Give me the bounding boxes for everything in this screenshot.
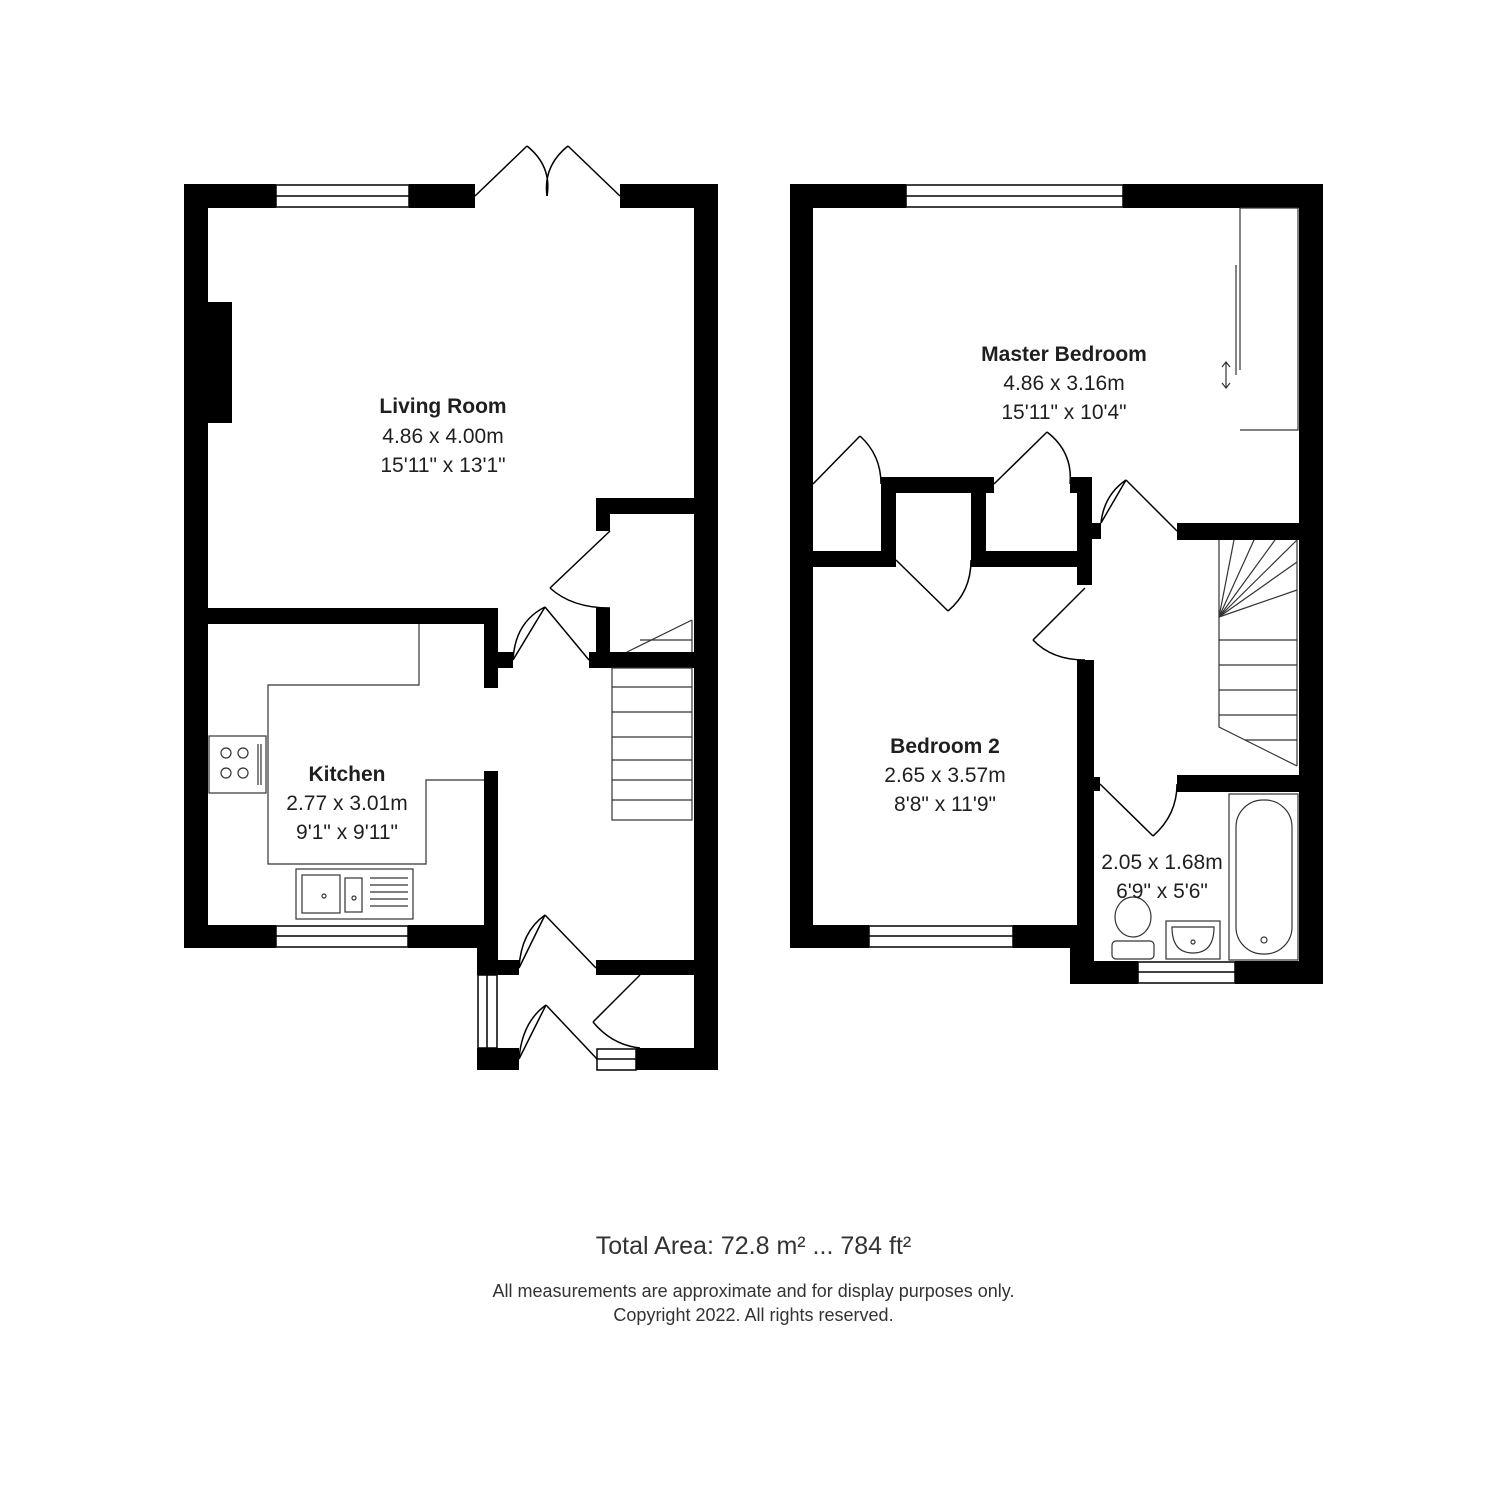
room-metric: 2.77 x 3.01m [286,792,407,815]
room-imperial: 6'9" x 5'6" [1116,880,1208,903]
bedroom-2-label: Bedroom 2 2.65 x 3.57m 8'8" x 11'9" [884,735,1005,816]
sink-icon [295,868,414,920]
disclaimer: All measurements are approximate and for… [0,1279,1507,1327]
disclaimer-line-1: All measurements are approximate and for… [492,1281,1015,1301]
wardrobe [1221,207,1299,431]
room-metric: 4.86 x 4.00m [382,425,503,448]
first-floor-outer-walls [790,184,1323,984]
room-metric: 2.05 x 1.68m [1101,851,1222,874]
bath-icon [1228,793,1299,961]
ground-floor-doors [474,145,641,1060]
ground-floor: Living Room 4.86 x 4.00m 15'11" x 13'1" … [184,145,718,1071]
room-imperial: 8'8" x 11'9" [894,793,996,816]
room-name: Bedroom 2 [890,735,1000,758]
ground-floor-windows [275,184,637,1071]
first-floor-doors [812,431,1178,837]
first-floor-stairs [1218,539,1298,767]
first-floor: Master Bedroom 4.86 x 3.16m 15'11" x 10'… [790,184,1323,984]
kitchen-label: Kitchen 2.77 x 3.01m 9'1" x 9'11" [286,763,407,844]
total-area: Total Area: 72.8 m² ... 784 ft² [595,1232,912,1260]
copyright-line: Copyright 2022. All rights reserved. [613,1305,894,1325]
first-floor-interior-walls [813,477,1299,925]
room-name: Master Bedroom [981,343,1147,366]
hob-icon [208,735,267,794]
room-imperial: 15'11" x 10'4" [1001,401,1126,424]
living-room-label: Living Room 4.86 x 4.00m 15'11" x 13'1" [379,395,506,477]
room-name: Living Room [379,395,506,418]
room-metric: 2.65 x 3.57m [884,764,1005,787]
kitchen-worktop [267,624,484,865]
ground-floor-stairs [611,619,693,821]
basin-icon [1165,920,1221,960]
master-bedroom-label: Master Bedroom 4.86 x 3.16m 15'11" x 10'… [981,343,1147,424]
room-metric: 4.86 x 3.16m [1003,372,1124,395]
room-name: Kitchen [308,763,385,786]
first-floor-windows [868,184,1236,984]
room-imperial: 9'1" x 9'11" [296,821,398,844]
room-imperial: 15'11" x 13'1" [380,454,505,477]
toilet-icon [1111,896,1155,960]
ground-floor-outer-walls [184,184,718,1070]
bathroom-label: 2.05 x 1.68m 6'9" x 5'6" [1101,851,1222,903]
ground-floor-interior-walls [208,498,694,975]
